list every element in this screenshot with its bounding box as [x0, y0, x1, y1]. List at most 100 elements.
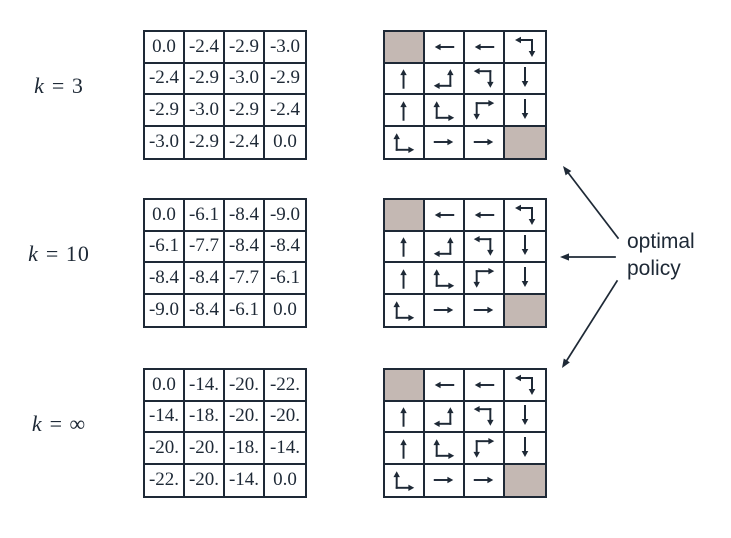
policy-cell-down: [505, 433, 545, 465]
terminal-cell: [505, 294, 545, 326]
policy-grid: [383, 30, 547, 160]
value-cell: -2.4: [185, 32, 225, 64]
value-grid: 0.0-6.1-8.4-9.0-6.1-7.7-8.4-8.4-8.4-8.4-…: [143, 198, 307, 328]
policy-cell-down: [505, 402, 545, 433]
value-cell: -9.0: [265, 200, 305, 232]
value-cell: -8.4: [225, 231, 265, 263]
right-down-arrow-icon: [473, 267, 495, 288]
policy-cell-down: [505, 95, 545, 127]
value-cell: -3.0: [225, 63, 265, 95]
policy-cell-up-right: [385, 464, 425, 496]
k-variable: k: [31, 411, 43, 436]
down-arrow-icon: [521, 67, 528, 88]
right-arrow-icon: [433, 307, 454, 314]
up-arrow-icon: [400, 69, 407, 89]
value-cell: -6.1: [145, 231, 185, 263]
policy-cell-right: [465, 464, 505, 496]
value-cell: -22.: [265, 370, 305, 402]
policy-cell-up-right: [425, 263, 465, 295]
terminal-cell: [505, 126, 545, 158]
down-arrow-icon: [521, 266, 528, 287]
policy-cell-right: [425, 464, 465, 496]
policy-cell-left: [425, 370, 465, 402]
up-right-arrow-icon: [433, 100, 455, 121]
up-right-arrow-icon: [433, 438, 455, 459]
right-down-arrow-icon: [473, 437, 495, 458]
value-cell: -20.: [225, 401, 265, 433]
policy-cell-down: [505, 232, 545, 263]
up-right-arrow-icon: [433, 268, 455, 289]
value-cell: -2.9: [225, 95, 265, 127]
left-arrow-icon: [474, 211, 495, 218]
terminal-cell: [385, 370, 425, 402]
policy-cell-up: [385, 231, 425, 263]
policy-cell-down: [505, 64, 545, 95]
policy-cell-up: [385, 95, 425, 127]
value-cell: -20.: [185, 433, 225, 465]
row-kinf: k= ∞ 0.0-14.-20.-22.-14.-18.-20.-20.-20.…: [0, 368, 731, 498]
policy-cell-left-down: [505, 200, 545, 232]
up-left-arrow-icon: [433, 69, 454, 90]
policy-cell-up-left: [425, 231, 465, 263]
policy-cell-left: [425, 200, 465, 232]
left-arrow-icon: [474, 43, 495, 50]
up-right-arrow-icon: [393, 301, 415, 322]
policy-grid: [383, 198, 547, 328]
down-arrow-icon: [521, 235, 528, 256]
right-arrow-icon: [433, 477, 454, 484]
policy-cell-up: [385, 63, 425, 95]
value-cell: -2.9: [185, 63, 225, 95]
right-down-arrow-icon: [473, 99, 495, 120]
value-cell: 0.0: [273, 469, 297, 491]
value-cell: -22.: [145, 464, 185, 496]
policy-cell-up-right: [385, 126, 425, 158]
value-cell: -3.0: [145, 126, 185, 158]
up-left-arrow-icon: [433, 237, 454, 258]
policy-cell-up: [385, 263, 425, 295]
value-cell: -8.4: [265, 232, 305, 263]
value-cell: -3.0: [185, 95, 225, 127]
policy-cell-up-right: [425, 95, 465, 127]
policy-cell-left: [465, 370, 505, 402]
terminal-cell: [385, 200, 425, 232]
value-cell: -8.4: [185, 263, 225, 295]
up-arrow-icon: [400, 407, 407, 427]
left-down-arrow-icon: [514, 36, 535, 57]
value-cell: -7.7: [185, 231, 225, 263]
up-left-arrow-icon: [433, 407, 454, 428]
terminal-cell: [385, 32, 425, 64]
value-cell: -8.4: [185, 294, 225, 326]
left-down-arrow-icon: [514, 374, 535, 395]
up-arrow-icon: [400, 438, 407, 459]
value-cell: -2.9: [145, 95, 185, 127]
left-down-arrow-icon: [514, 204, 535, 225]
policy-cell-up: [385, 401, 425, 433]
policy-cell-left-down: [505, 370, 545, 402]
policy-cell-up-left: [425, 401, 465, 433]
value-cell: 0.0: [145, 200, 185, 232]
left-arrow-icon: [434, 381, 455, 388]
k-value: = ∞: [49, 411, 87, 436]
right-arrow-icon: [473, 139, 494, 146]
policy-cell-down: [505, 263, 545, 295]
terminal-cell: [505, 464, 545, 496]
k-label: k= 10: [16, 189, 102, 319]
right-arrow-icon: [433, 139, 454, 146]
policy-cell-up-left: [425, 63, 465, 95]
value-cell: 0.0: [145, 32, 185, 64]
policy-cell-left-down: [465, 401, 505, 433]
down-arrow-icon: [521, 98, 528, 119]
policy-cell-up: [385, 433, 425, 465]
right-arrow-icon: [473, 307, 494, 314]
policy-cell-up-right: [385, 294, 425, 326]
value-cell: -14.: [225, 464, 265, 496]
value-cell: -14.: [265, 433, 305, 465]
left-arrow-icon: [474, 381, 495, 388]
k-variable: k: [28, 241, 39, 266]
value-cell: -2.9: [225, 32, 265, 64]
policy-cell-right-down: [465, 263, 505, 295]
value-cell: -20.: [145, 433, 185, 465]
value-cell: -8.4: [225, 200, 265, 232]
right-arrow-icon: [473, 477, 494, 484]
value-cell: -20.: [225, 370, 265, 402]
